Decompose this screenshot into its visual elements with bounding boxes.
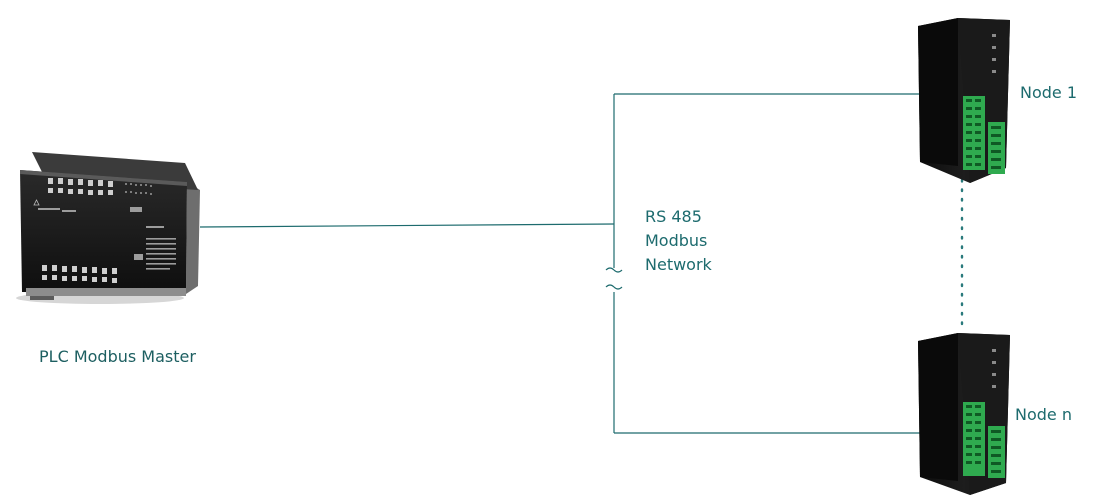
master-link-line — [199, 223, 615, 228]
wave-break-icon — [605, 267, 623, 290]
network-label: RS 485 Modbus Network — [645, 205, 712, 277]
network-label-line-2: Modbus — [645, 231, 708, 250]
noden-label: Node n — [1015, 405, 1072, 424]
master-label: PLC Modbus Master — [39, 347, 196, 366]
plc-device-icon — [16, 152, 200, 304]
network-label-line-3: Network — [645, 255, 712, 274]
node1-label: Node 1 — [1020, 83, 1078, 102]
node1-device-icon — [918, 18, 1010, 183]
connection-lines — [199, 93, 925, 434]
noden-device-icon — [918, 333, 1010, 495]
network-label-line-1: RS 485 — [645, 207, 702, 226]
